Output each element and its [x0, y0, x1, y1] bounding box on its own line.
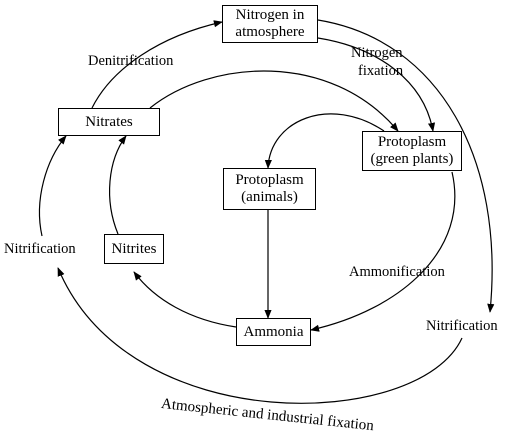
node-protoplasm-green-plants-line1: Protoplasm [377, 134, 447, 150]
edge-atmosphere-to-right-nitrification [317, 19, 495, 313]
label-nitrification-right: Nitrification [426, 318, 498, 334]
node-protoplasm-animals-line1: Protoplasm [235, 172, 304, 188]
label-nitrification-left: Nitrification [4, 241, 76, 257]
node-protoplasm-green-plants-line2: (green plants) [370, 151, 454, 167]
node-nitrites: Nitrites [104, 234, 164, 264]
edge-ammonia-to-nitrites [133, 271, 237, 328]
edge-left-nitrification-to-nitrates [38, 135, 67, 237]
edge-ammonification [310, 171, 456, 332]
node-nitrogen-in-atmosphere-line1: Nitrogen in [235, 7, 305, 23]
edge-atmospheric-industrial-fixation [57, 267, 463, 404]
node-ammonia: Ammonia [236, 318, 311, 346]
edge-plants-to-animals [264, 113, 385, 169]
node-nitrogen-in-atmosphere-line2: atmosphere [235, 24, 305, 40]
edge-denitrification [91, 20, 223, 109]
node-ammonia-label: Ammonia [243, 323, 304, 340]
node-nitrates-label: Nitrates [85, 113, 133, 130]
node-protoplasm-green-plants: Protoplasm (green plants) [362, 131, 462, 171]
label-nitrogen-fixation-line1: Nitrogen [351, 45, 403, 61]
node-nitrates: Nitrates [58, 108, 160, 136]
node-protoplasm-animals: Protoplasm (animals) [223, 168, 316, 210]
node-nitrites-label: Nitrites [111, 240, 157, 257]
edge-nitrites-to-nitrates [109, 135, 127, 235]
edge-nitrogen-fixation [317, 37, 436, 132]
label-denitrification: Denitrification [88, 53, 174, 69]
label-ammonification: Ammonification [349, 264, 445, 280]
label-nitrogen-fixation-line2: fixation [358, 63, 404, 79]
edge-nitrates-to-plants [149, 70, 399, 132]
node-protoplasm-animals-line2: (animals) [241, 189, 298, 205]
node-nitrogen-in-atmosphere: Nitrogen in atmosphere [222, 5, 318, 43]
